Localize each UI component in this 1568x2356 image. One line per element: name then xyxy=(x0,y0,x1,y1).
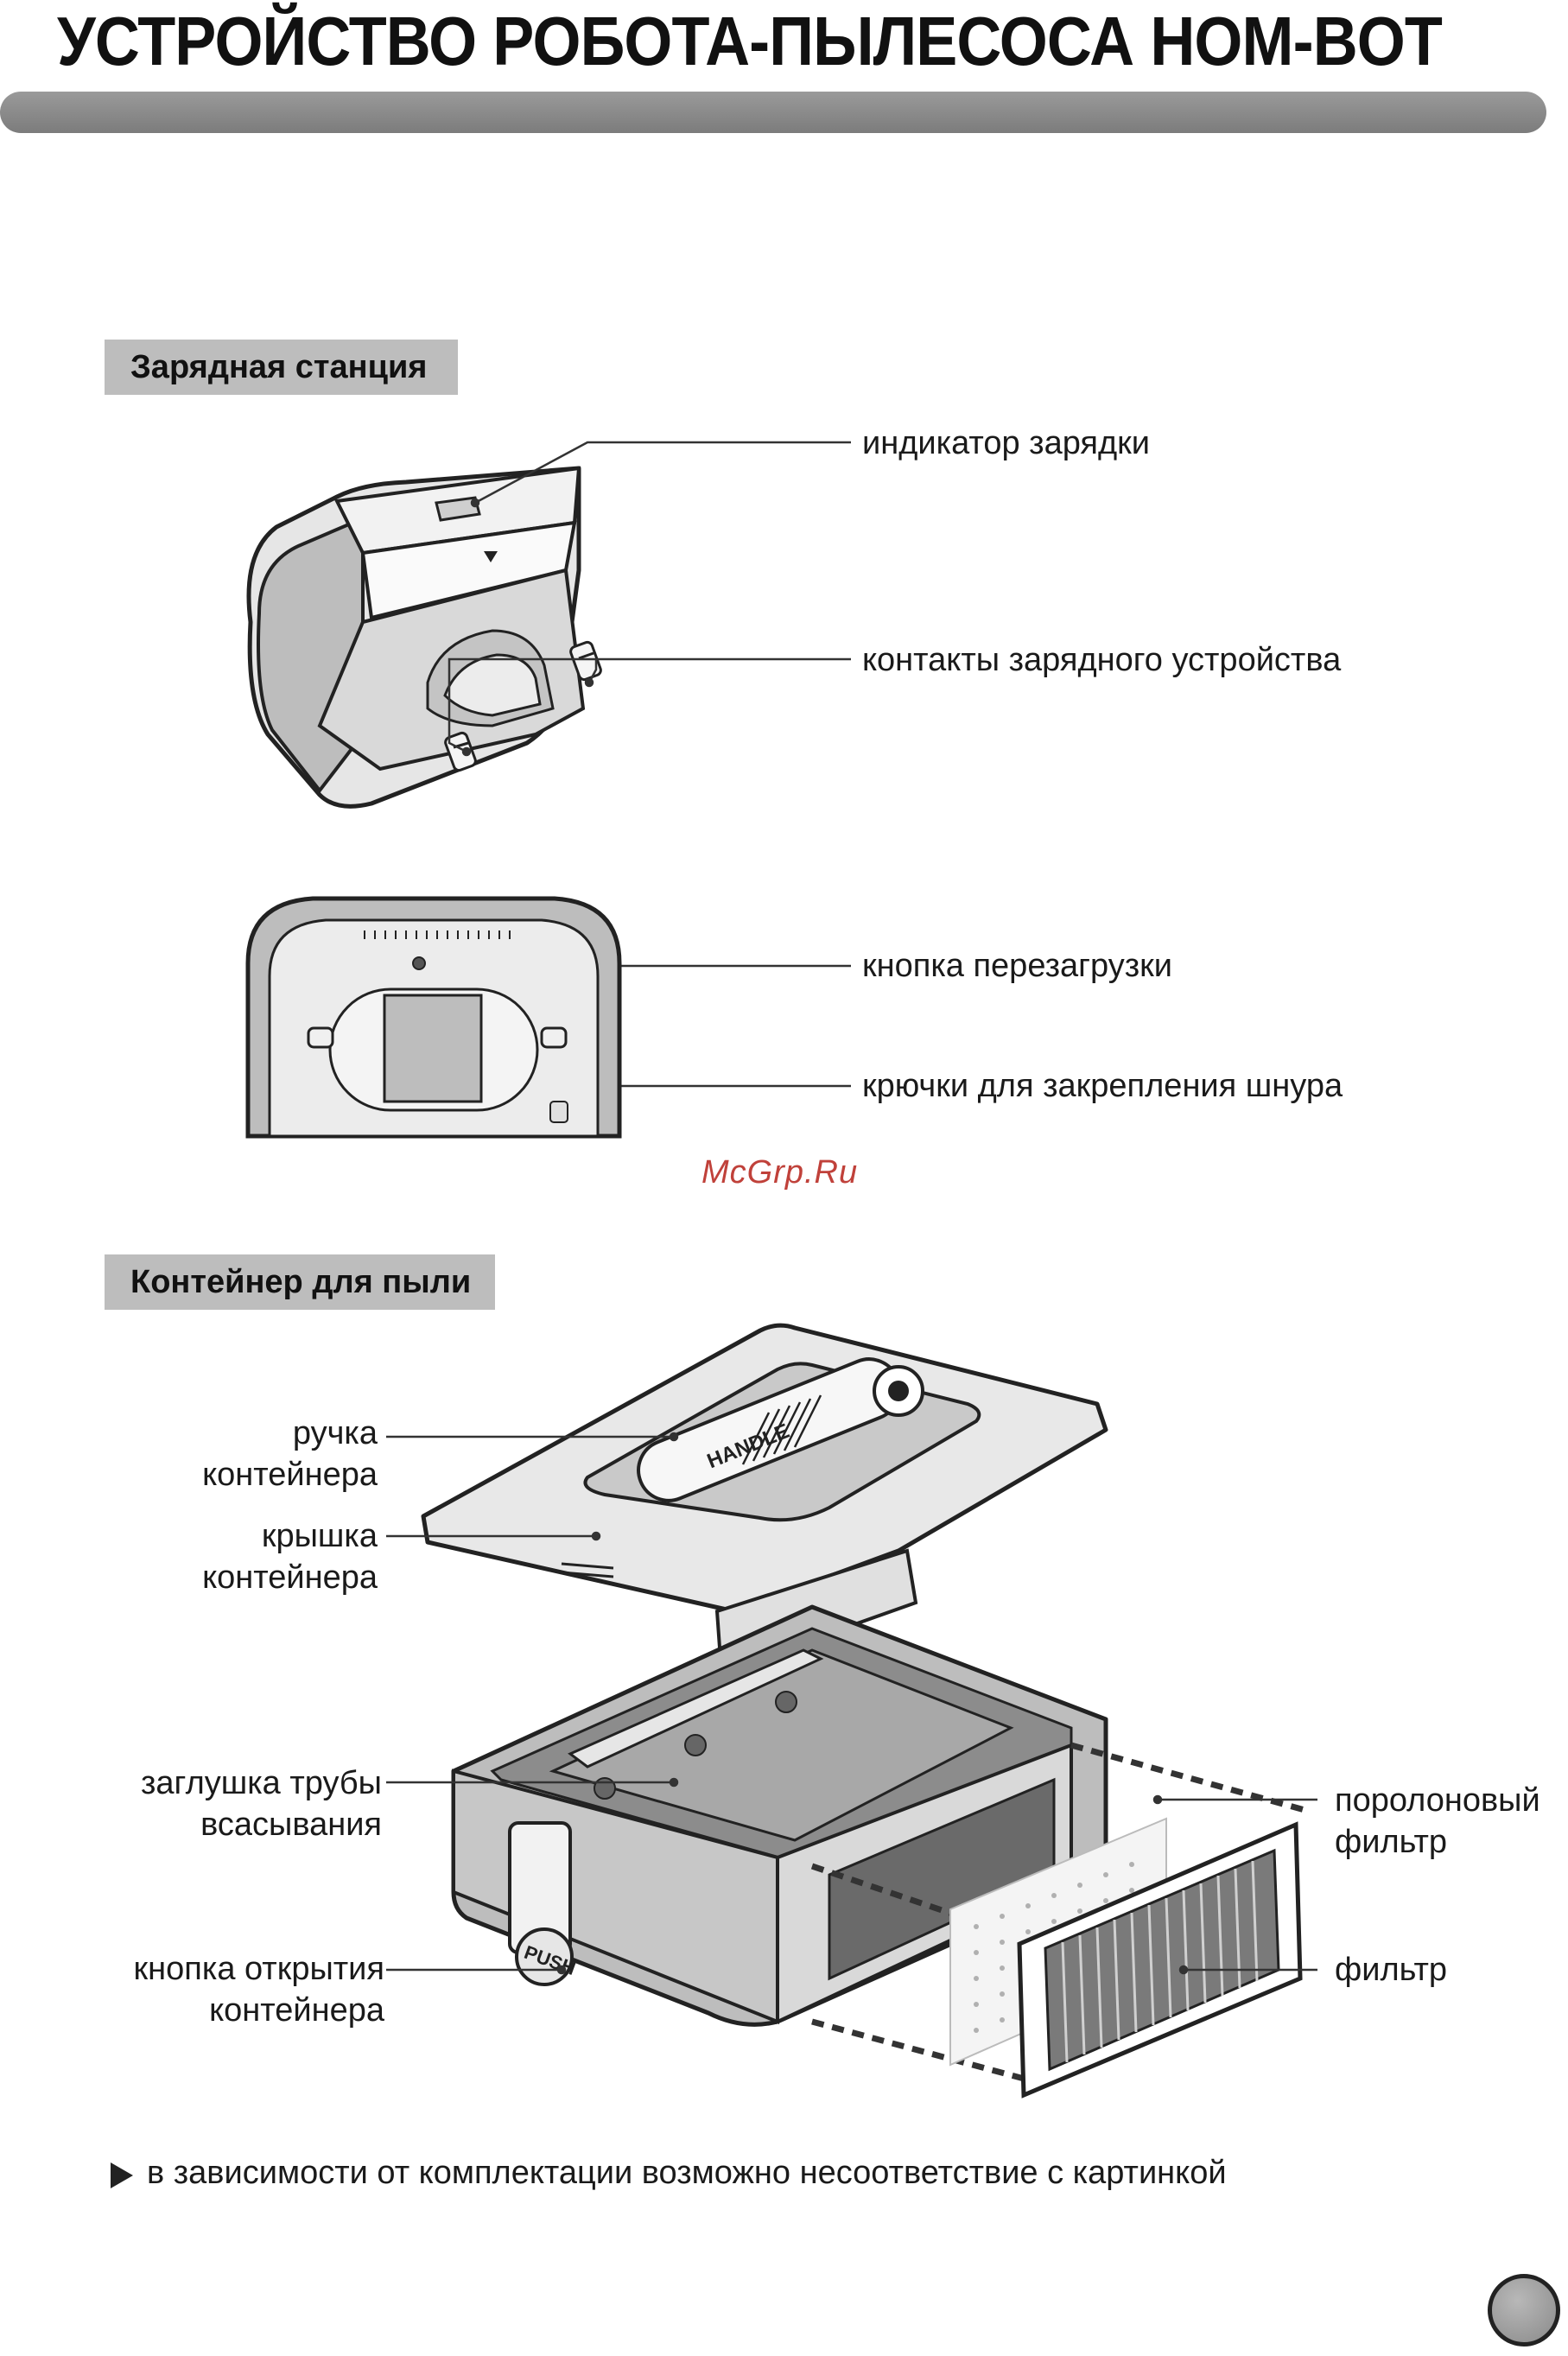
callout-reset-button: кнопка перезагрузки xyxy=(862,948,1173,984)
watermark: McGrp.Ru xyxy=(701,1154,859,1191)
contact-right xyxy=(569,640,602,682)
title-bar xyxy=(0,92,1546,133)
section-label-dust-container: Контейнер для пыли xyxy=(105,1254,495,1310)
charging-station-back-illustration xyxy=(245,896,622,1139)
suction-plug xyxy=(568,1648,824,1769)
callout-charging-indicator: индикатор зарядки xyxy=(862,425,1151,461)
page-title: УСТРОЙСТВО РОБОТА-ПЫЛЕСОСА HOM-BOT xyxy=(57,3,1443,79)
footnote: в зависимости от комплектации возможно н… xyxy=(147,2155,1227,2191)
triangle-right-icon xyxy=(111,2162,133,2188)
arrow-down-icon xyxy=(484,551,498,562)
reset-button-icon xyxy=(412,956,426,970)
callout-suction-plug: заглушка трубы всасывания xyxy=(140,1765,382,1843)
callout-cord-hooks: крючки для закрепления шнура xyxy=(862,1068,1343,1104)
leader-lines-container xyxy=(386,1432,1317,1975)
callout-foam-filter: поролоновый фильтр xyxy=(1335,1782,1540,1860)
charging-station-front-illustration xyxy=(246,466,602,809)
cord-hook-right xyxy=(540,1026,568,1049)
callout-container-open-button: кнопка открытия контейнера xyxy=(133,1951,384,2029)
section-label-charging-station: Зарядная станция xyxy=(105,340,458,395)
callout-filter: фильтр xyxy=(1335,1952,1448,1988)
callout-container-lid: крышка контейнера xyxy=(202,1518,378,1596)
cord-hook-left xyxy=(307,1026,334,1049)
dust-container-body-illustration: PUSH xyxy=(451,1604,1305,2099)
callout-container-handle: ручка контейнера xyxy=(202,1415,378,1493)
callout-charging-contacts: контакты зарядного устройства xyxy=(862,642,1342,678)
leader-lines-charging xyxy=(319,441,851,1088)
circle-icon xyxy=(1488,2274,1560,2346)
pleated-filter xyxy=(1017,1821,1303,2099)
